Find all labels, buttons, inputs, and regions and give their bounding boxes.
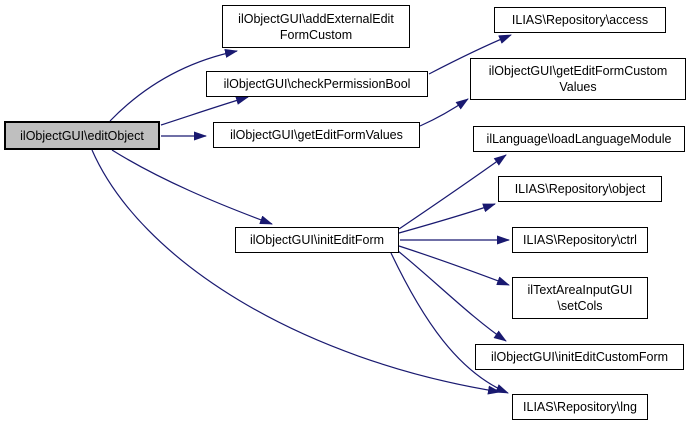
node-editObject: ilObjectGUI\editObject bbox=[4, 121, 160, 150]
node-initEditCustomForm[interactable]: ilObjectGUI\initEditCustomForm bbox=[475, 344, 684, 370]
edge-initEditForm-to-setCols bbox=[398, 245, 510, 286]
node-access[interactable]: ILIAS\Repository\access bbox=[494, 7, 666, 33]
node-initEditForm[interactable]: ilObjectGUI\initEditForm bbox=[235, 227, 399, 253]
edge-initEditForm-to-object bbox=[398, 203, 496, 234]
edge-editObject-to-lng bbox=[91, 149, 501, 395]
node-object[interactable]: ILIAS\Repository\object bbox=[498, 176, 662, 202]
node-setCols[interactable]: ilTextAreaInputGUI \setCols bbox=[512, 277, 648, 319]
node-ctrl[interactable]: ILIAS\Repository\ctrl bbox=[512, 227, 648, 253]
node-loadLanguageModule[interactable]: ilLanguage\loadLanguageModule bbox=[473, 126, 685, 152]
node-getEditFormValues[interactable]: ilObjectGUI\getEditFormValues bbox=[213, 122, 420, 148]
edge-editObject-to-initEditForm bbox=[111, 149, 273, 225]
edge-editObject-to-checkPermissionBool bbox=[160, 96, 249, 126]
node-getEditFormCustomValues[interactable]: ilObjectGUI\getEditFormCustom Values bbox=[470, 58, 686, 100]
node-lng[interactable]: ILIAS\Repository\lng bbox=[512, 394, 648, 420]
edge-initEditForm-to-loadLanguageModule bbox=[398, 154, 507, 230]
node-checkPermissionBool[interactable]: ilObjectGUI\checkPermissionBool bbox=[206, 71, 428, 97]
edge-initEditForm-to-initEditCustomForm bbox=[397, 250, 507, 342]
node-addExternalEditFormCustom[interactable]: ilObjectGUI\addExternalEdit FormCustom bbox=[222, 5, 410, 48]
edge-getEditFormValues-to-getEditFormCustomValues bbox=[419, 98, 469, 127]
edge-initEditForm-to-lng bbox=[390, 252, 509, 394]
